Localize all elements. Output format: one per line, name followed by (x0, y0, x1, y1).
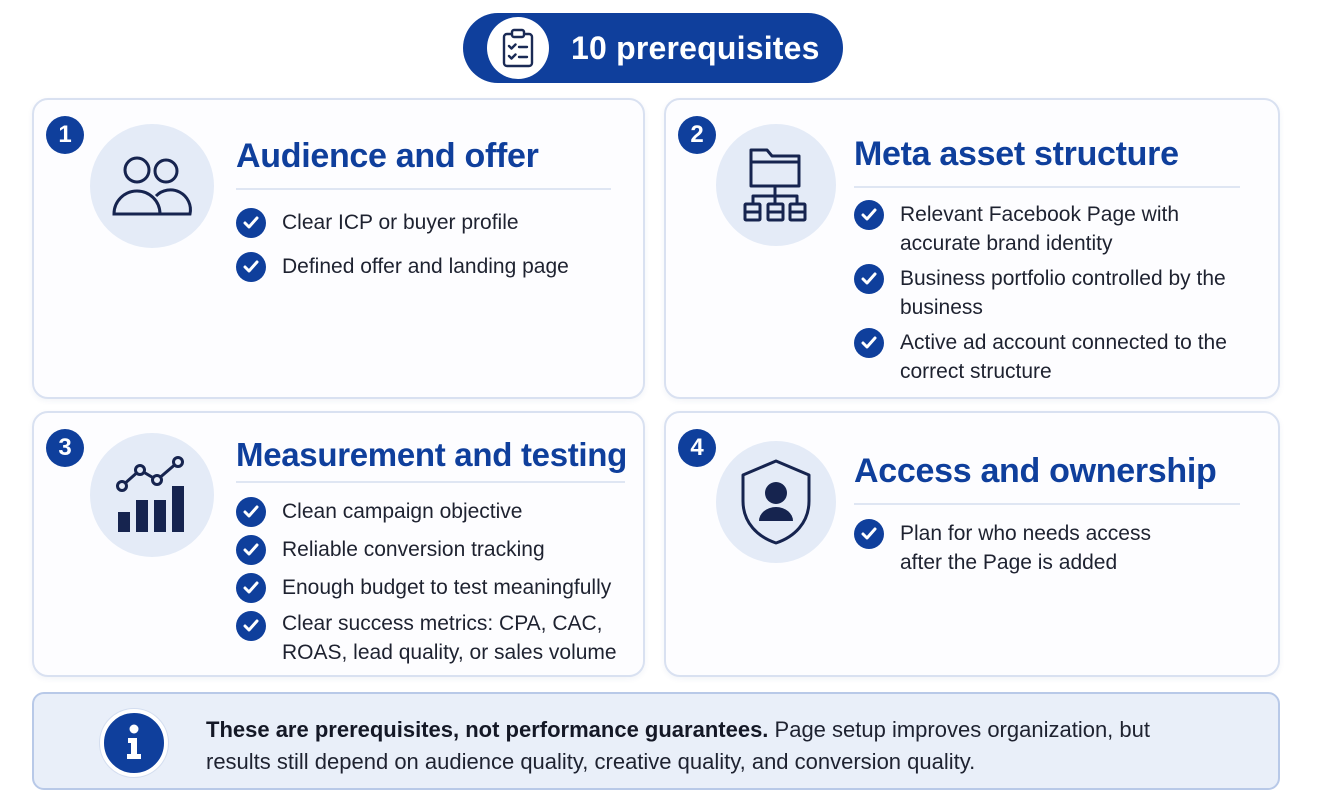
header-pill: 10 prerequisites (463, 13, 843, 83)
check-circle-icon (854, 328, 884, 358)
shield-user-icon (716, 441, 836, 563)
checklist-item: Relevant Facebook Page with accurate bra… (854, 200, 1240, 258)
checklist-item: Enough budget to test meaningfully (236, 571, 625, 605)
card-measurement-and-testing: 3 Measurement and testing Clean campaign… (32, 411, 645, 677)
checklist-item: Defined offer and landing page (236, 252, 611, 282)
card-access-and-ownership: 4 Access and ownership Plan for who need… (664, 411, 1280, 677)
checklist-item: Reliable conversion tracking (236, 533, 625, 567)
step-badge: 1 (46, 116, 84, 154)
checklist-item: Active ad account connected to the corre… (854, 328, 1240, 386)
people-icon (90, 124, 214, 248)
checklist-item: Business portfolio controlled by the bus… (854, 264, 1240, 322)
section-title: Access and ownership (854, 449, 1240, 505)
checklist-item: Clean campaign objective (236, 495, 625, 529)
folder-hierarchy-icon (716, 124, 836, 246)
check-circle-icon (854, 264, 884, 294)
note-text: These are prerequisites, not performance… (206, 714, 1218, 778)
clipboard-checklist-icon (487, 17, 549, 79)
check-circle-icon (236, 252, 266, 282)
note-bold: These are prerequisites, not performance… (206, 717, 769, 742)
section-title: Audience and offer (236, 134, 611, 190)
disclaimer-note: These are prerequisites, not performance… (32, 692, 1280, 790)
bar-chart-trend-icon (90, 433, 214, 557)
checklist-item: Plan for who needs access after the Page… (854, 519, 1240, 577)
check-circle-icon (236, 208, 266, 238)
card-meta-asset-structure: 2 Meta asset structure Relevant Facebook… (664, 98, 1280, 399)
check-circle-icon (236, 535, 266, 565)
page-title: 10 prerequisites (571, 29, 820, 66)
step-badge: 2 (678, 116, 716, 154)
note-body: Page setup improves organization, but re… (206, 717, 1150, 774)
checklist-item: Clear ICP or buyer profile (236, 208, 611, 238)
check-circle-icon (854, 519, 884, 549)
check-circle-icon (236, 497, 266, 527)
step-badge: 4 (678, 429, 716, 467)
check-circle-icon (236, 611, 266, 641)
check-circle-icon (854, 200, 884, 230)
check-circle-icon (236, 573, 266, 603)
step-badge: 3 (46, 429, 84, 467)
section-title: Measurement and testing (236, 433, 627, 483)
info-icon (100, 709, 168, 777)
checklist-item: Clear success metrics: CPA, CAC, ROAS, l… (236, 609, 625, 667)
section-title: Meta asset structure (854, 132, 1240, 188)
card-audience-and-offer: 1 Audience and offer Clear ICP or buyer … (32, 98, 645, 399)
